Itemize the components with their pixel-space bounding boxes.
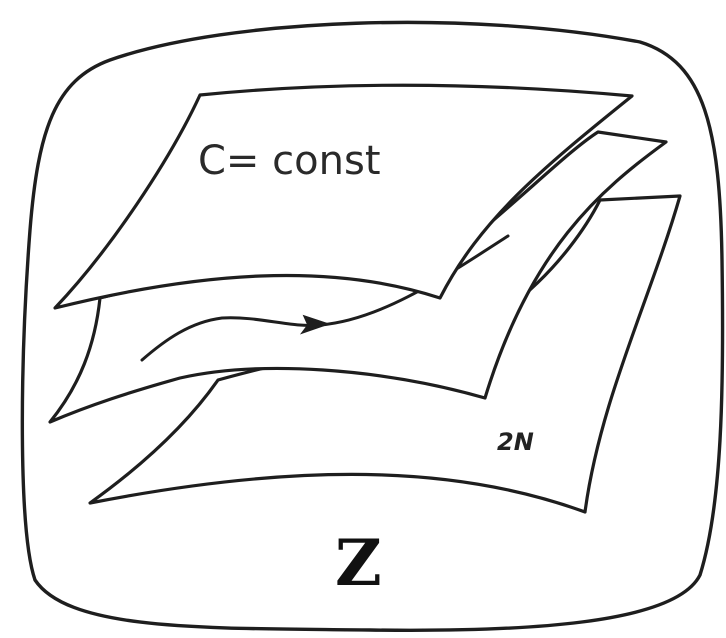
top-leaf	[53, 83, 634, 310]
space-label: Z	[335, 526, 382, 601]
space-boundary	[20, 20, 725, 632]
curve-arrowhead	[299, 314, 331, 335]
top-leaf-label: C= const	[198, 138, 381, 184]
bottom-leaf-label: 2N	[497, 428, 534, 456]
